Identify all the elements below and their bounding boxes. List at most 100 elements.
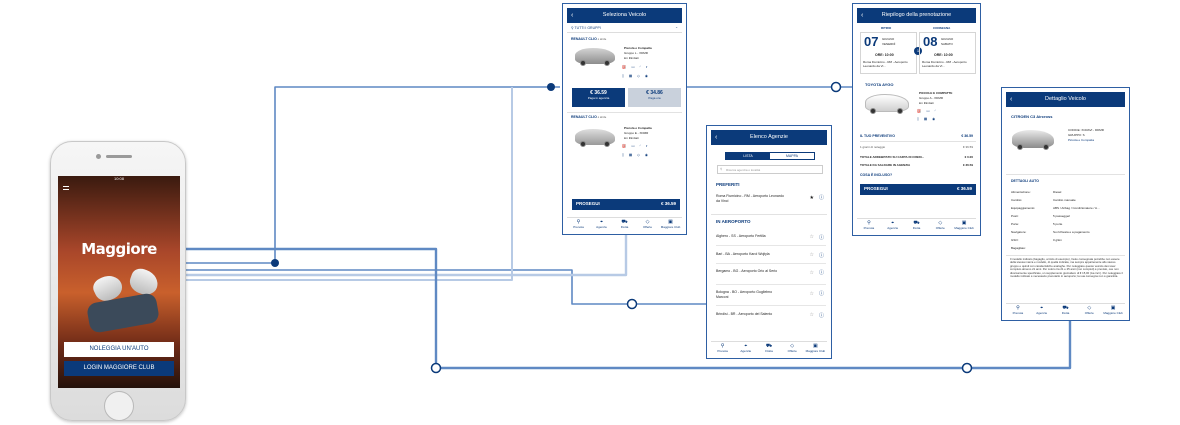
tab-label: Prenota [1012, 311, 1024, 315]
back-arrow-icon[interactable]: ‹ [861, 12, 864, 19]
airport-item[interactable]: Alghero - SS - Aeroporto Fertilia ☆ ⓘ [716, 234, 826, 246]
star-outline-icon[interactable]: ☆ [809, 312, 814, 318]
tab-club[interactable]: ▣Maggiore Club [804, 342, 827, 354]
search-placeholder: Ricerca agenzia o località [726, 168, 761, 172]
tab-agenzie[interactable]: ⌖Agenzie [1030, 304, 1054, 316]
proceed-price: € 36.59 [660, 201, 676, 206]
pay-now-button[interactable]: € 34.86 Paga ora [628, 88, 681, 107]
tab-prenota[interactable]: ⚲Prenota [1006, 304, 1030, 316]
pay-at-agency-button[interactable]: € 36.59 Paga in agenzia [572, 88, 625, 107]
tab-prenota[interactable]: ⚲Prenota [567, 218, 590, 230]
tab-offerte[interactable]: ◇Offerte [781, 342, 804, 354]
detail-key: GSO: [1011, 238, 1019, 242]
tab-agenzie[interactable]: ⌖Agenzie [734, 342, 757, 354]
star-filled-icon[interactable]: ★ [809, 195, 814, 201]
info-icon[interactable]: ⓘ [818, 313, 824, 319]
airport-item[interactable]: Bari - BA - Aeroporto Karol Wojtyla ☆ ⓘ [716, 252, 826, 264]
return-label: CONSEGNA [933, 26, 951, 30]
return-date[interactable]: 08 GIUGNO SABATO ORE: 10:00 Roma Fiumici… [919, 32, 976, 74]
tab-label: Offerte [642, 225, 653, 229]
car1-specs: Piccola e Compatta Gruppo L - XDMR km il… [624, 46, 652, 61]
agency-search-input[interactable]: ⚲ Ricerca agenzia o località [717, 165, 823, 174]
tab-club[interactable]: ▣Maggiore Club [659, 218, 682, 230]
tab-bar: ⚲Prenota ⌖Agenzie ⛟Flotta ◇Offerte ▣Magg… [711, 341, 827, 354]
detail-car-specs: CODICE: XCRAVI - DDMR GRUPPO: S Piccola … [1068, 128, 1104, 143]
summary-car-km: km illimitati [919, 101, 934, 105]
summary-car-group: Gruppo A - XDMR [919, 96, 944, 100]
included-link[interactable]: COSA È INCLUSO? [860, 173, 893, 177]
tab-map[interactable]: MAPPA [786, 154, 798, 158]
card-total-label: TOTALE ADDEBITATO SU CARTA DI CREDI... [860, 155, 925, 159]
camera-icon [96, 154, 101, 159]
star-outline-icon[interactable]: ☆ [809, 252, 814, 258]
back-arrow-icon[interactable]: ‹ [571, 12, 574, 19]
proceed-button[interactable]: PROSEGUI € 36.59 [572, 199, 680, 210]
tab-offerte[interactable]: ◇Offerte [636, 218, 659, 230]
info-icon[interactable]: ⓘ [818, 195, 824, 201]
tab-club[interactable]: ▣Maggiore Club [952, 219, 976, 231]
tab-flotta[interactable]: ⛟Flotta [757, 342, 780, 354]
airport-label: Bergamo - BG - Aeroporto Orio al Serio [716, 269, 778, 273]
status-time: 10:08 [113, 176, 124, 181]
rent-car-button[interactable]: NOLEGGIA UN'AUTO [64, 342, 174, 357]
club-card-icon: ▣ [961, 220, 967, 226]
summary-proceed-button[interactable]: PROSEGUI € 36.59 [860, 184, 976, 195]
tab-label: Agenzie [596, 225, 607, 229]
tab-flotta[interactable]: ⛟Flotta [905, 219, 929, 231]
tab-flotta[interactable]: ⛟Flotta [613, 218, 636, 230]
home-button[interactable] [104, 391, 134, 421]
vehicle-selection-screen: ‹ Seleziona Veicolo ⚲ TUTTI I GRUPPI ⌄ R… [567, 8, 682, 230]
tab-agenzie[interactable]: ⌖Agenzie [881, 219, 905, 231]
agencies-title: Elenco Agenzie [750, 134, 788, 140]
group-filter[interactable]: ⚲ TUTTI I GRUPPI ⌄ [567, 23, 682, 33]
menu-icon[interactable] [63, 186, 69, 190]
airport-item[interactable]: Bergamo - BG - Aeroporto Orio al Serio ☆… [716, 269, 826, 285]
summary-car-image [865, 94, 909, 112]
rent-days-value: € 36.59 [962, 145, 973, 149]
price-later-label: Paga ora [648, 96, 661, 100]
info-icon[interactable]: ⓘ [818, 270, 824, 276]
detail-key: Cambio: [1011, 198, 1023, 202]
login-club-button[interactable]: LOGIN MAGGIORE CLUB [64, 361, 174, 376]
summary-frame: ‹ Riepilogo della prenotazione RITIRO CO… [852, 3, 981, 236]
favorites-header: PREFERITI [716, 182, 740, 187]
agencies-frame: ‹ Elenco Agenzie LISTA MAPPA ⚲ Ricerca a… [706, 125, 832, 359]
car1-feature-icons-2: ▯ ▦ ◇ ◉ [622, 74, 650, 78]
divider [1006, 255, 1125, 256]
airport-item[interactable]: Bologna - BO - Aeroporto Guglielmo Marco… [716, 290, 826, 306]
car1-feature-icons: ⛽ ▭ ◜ ◐ [622, 65, 651, 69]
airport-label: Alghero - SS - Aeroporto Fertilia [716, 234, 766, 238]
detail-car-image [1012, 130, 1054, 148]
detail-car-wheel [1043, 144, 1049, 150]
star-outline-icon[interactable]: ☆ [809, 270, 814, 276]
car-icon: ⛟ [913, 220, 920, 226]
speaker-grille [106, 155, 132, 158]
info-icon[interactable]: ⓘ [818, 253, 824, 259]
airport-item[interactable]: Brindisi - BR - Aeroporto del Salento ☆ … [716, 312, 826, 324]
car-icon: ⛟ [765, 343, 773, 349]
info-icon[interactable]: ⓘ [818, 235, 824, 241]
back-arrow-icon[interactable]: ‹ [715, 134, 718, 141]
car-icon: ⛟ [1062, 305, 1069, 311]
car1-group: Gruppo L - XDMR [624, 51, 648, 55]
tab-list[interactable]: LISTA [726, 153, 770, 159]
phone-device: 10:08 Maggiore NOLEGGIA UN'AUTO LOGIN MA… [50, 141, 186, 421]
tab-bar: ⚲Prenota ⌖Agenzie ⛟Flotta ◇Offerte ▣Magg… [1006, 303, 1125, 316]
detail-key: Porte: [1011, 222, 1020, 226]
star-outline-icon[interactable]: ☆ [809, 234, 814, 240]
back-arrow-icon[interactable]: ‹ [1010, 96, 1013, 103]
tab-agenzie[interactable]: ⌖Agenzie [590, 218, 613, 230]
card-total-value: € 0.00 [964, 155, 973, 159]
tab-offerte[interactable]: ◇Offerte [1077, 304, 1101, 316]
detail-notes: Il modello indicato (bagaglio, a titolo … [1010, 258, 1123, 279]
star-outline-icon[interactable]: ☆ [809, 291, 814, 297]
tab-flotta[interactable]: ⛟Flotta [1054, 304, 1078, 316]
detail-row: Porte:5 porte [1011, 220, 1123, 228]
tab-offerte[interactable]: ◇Offerte [928, 219, 952, 231]
tab-prenota[interactable]: ⚲Prenota [711, 342, 734, 354]
tab-club[interactable]: ▣Maggiore Club [1101, 304, 1125, 316]
tab-prenota[interactable]: ⚲Prenota [857, 219, 881, 231]
info-icon[interactable]: ⓘ [818, 291, 824, 297]
favorite-item[interactable]: Roma Fiumicino - RM - Aeroporto Leonardo… [716, 194, 826, 210]
pickup-date[interactable]: 07 GIUGNO VENERDÌ ORE: 10:00 Roma Fiumic… [860, 32, 917, 74]
